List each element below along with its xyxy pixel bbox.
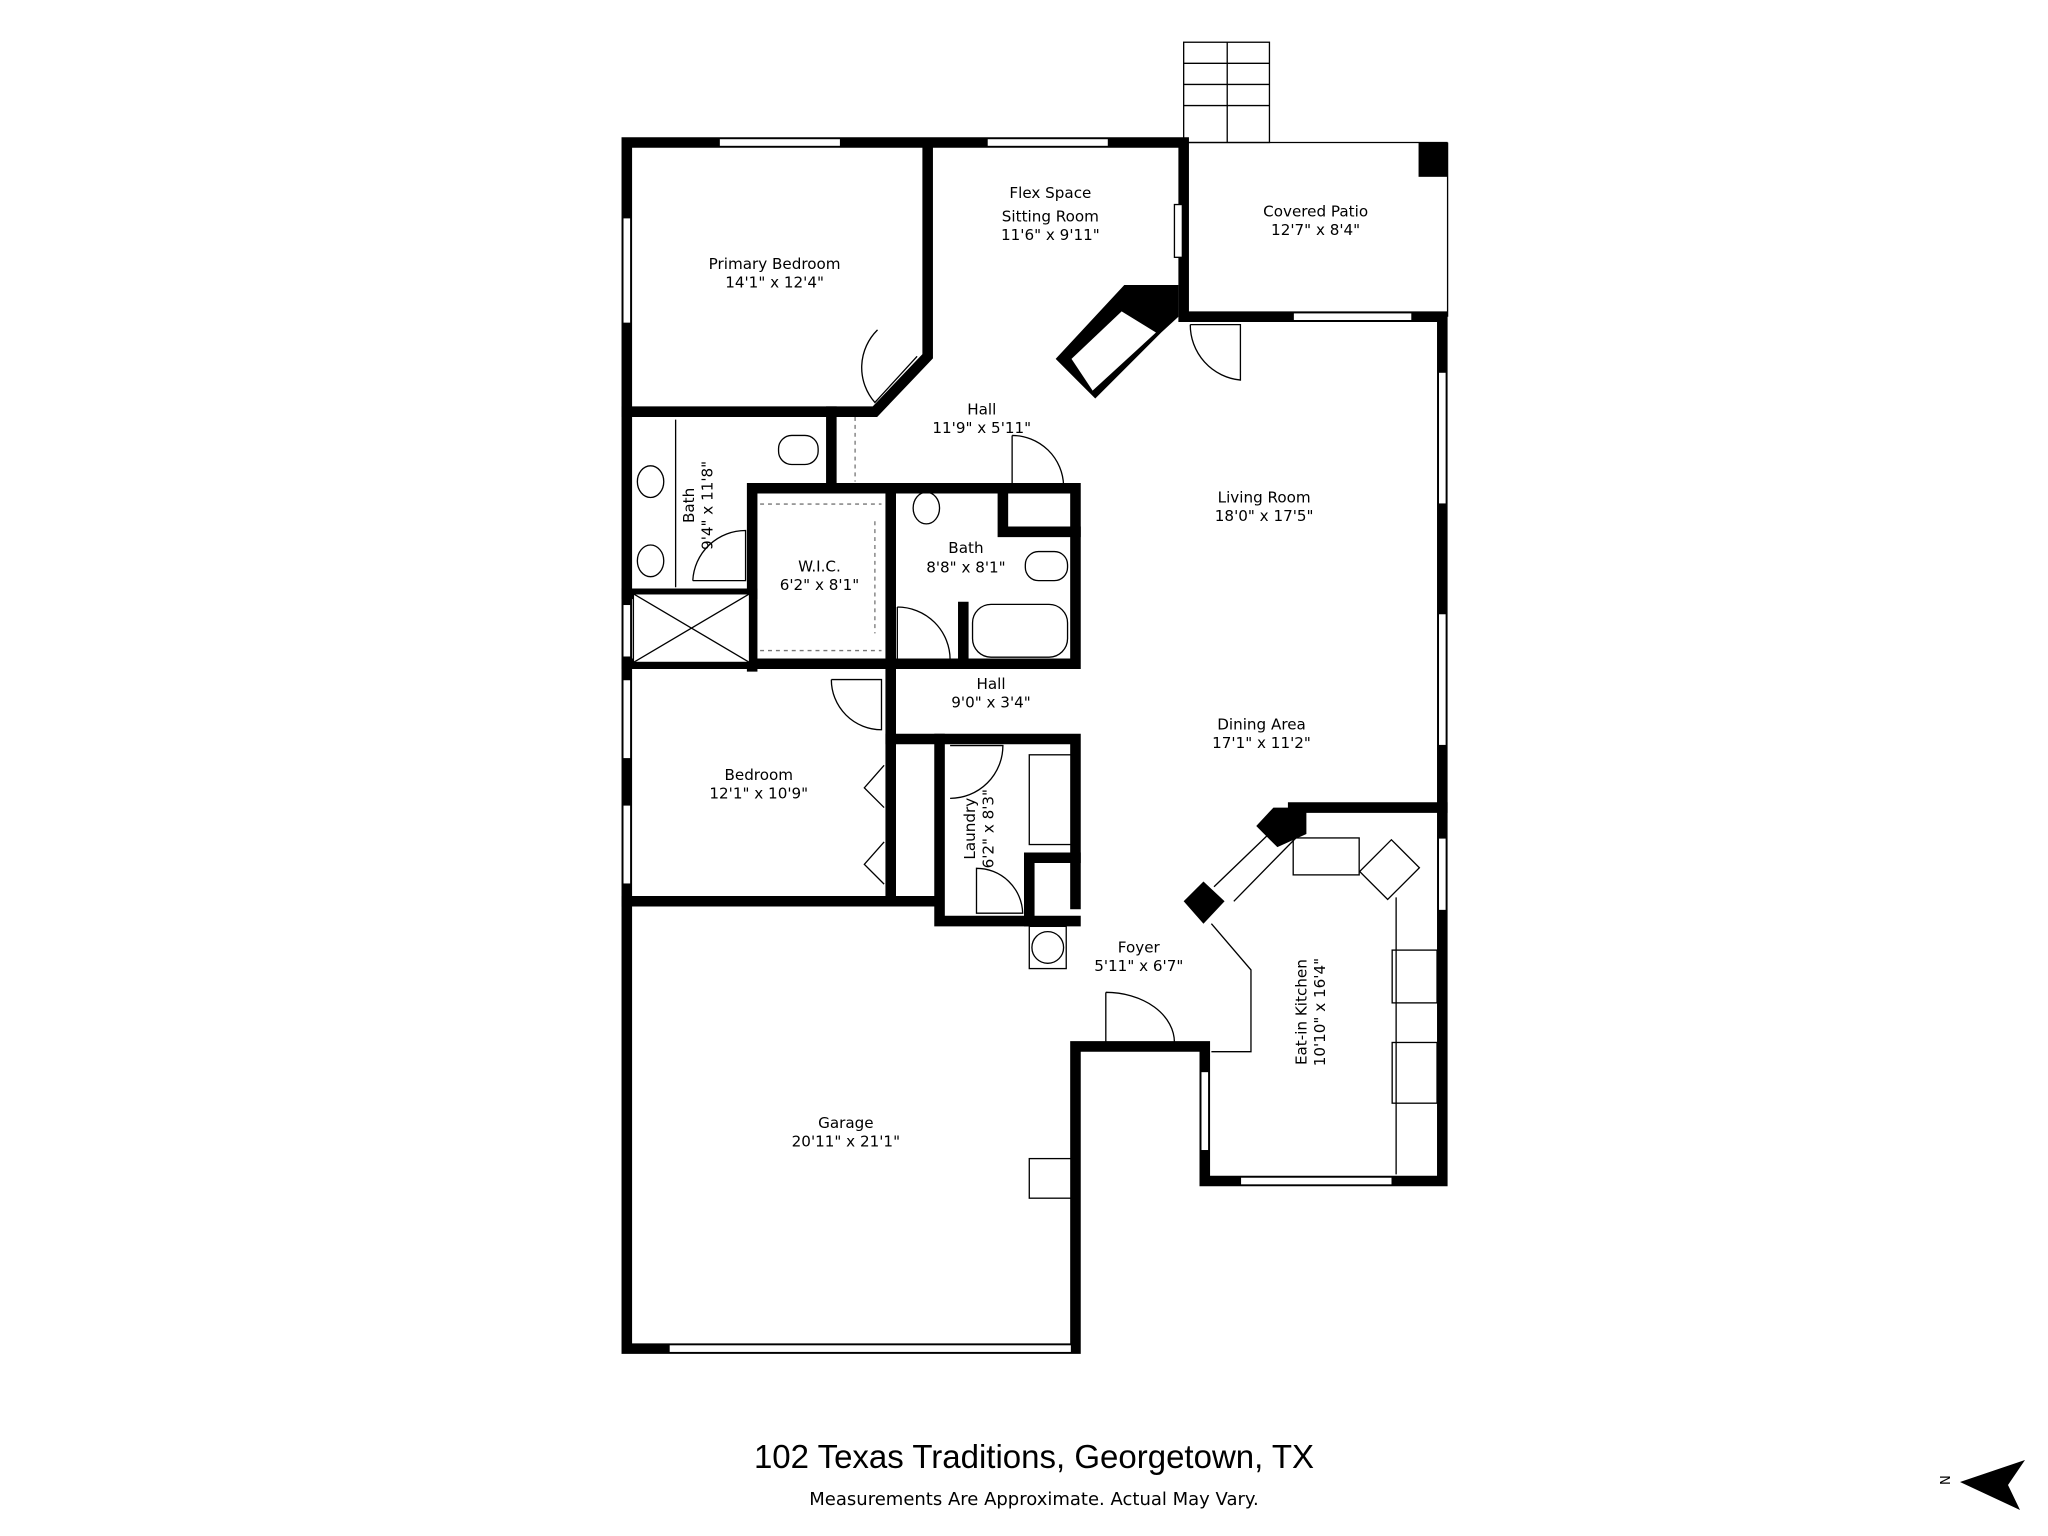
label-kitchen: Eat-in Kitchen (1292, 959, 1310, 1065)
address-title: 102 Texas Traditions, Georgetown, TX (753, 1438, 1315, 1475)
size-bath: 8'8" x 8'1" (926, 559, 1005, 577)
label-laundry: Laundry (961, 798, 979, 860)
north-arrow-icon: N (1939, 1460, 2025, 1510)
fixtures (632, 416, 1438, 1199)
doors (692, 323, 1242, 1044)
compass-label: N (1939, 1475, 1954, 1485)
size-bedroom: 12'1" x 10'9" (709, 784, 808, 802)
size-dining-area: 17'1" x 11'2" (1212, 734, 1311, 752)
label-primary-bath: Bath (680, 488, 698, 523)
size-primary-bath: 9'4" x 11'8" (699, 461, 717, 550)
size-primary-bedroom: 14'1" x 12'4" (725, 274, 824, 292)
size-hall-upper: 11'9" x 5'11" (932, 419, 1031, 437)
patio-steps (1183, 41, 1271, 144)
label-garage: Garage (818, 1114, 874, 1132)
label-flex-space: Flex Space (1009, 184, 1091, 202)
size-flex-space: 11'6" x 9'11" (1001, 226, 1100, 244)
size-living-room: 18'0" x 17'5" (1215, 507, 1314, 525)
label-hall-lower: Hall (976, 675, 1005, 693)
size-garage: 20'11" x 21'1" (792, 1133, 900, 1151)
label-bedroom: Bedroom (724, 766, 793, 784)
label-sitting-room: Sitting Room (1002, 208, 1099, 226)
size-covered-patio: 12'7" x 8'4" (1271, 221, 1360, 239)
size-foyer: 5'11" x 6'7" (1094, 957, 1183, 975)
size-laundry: 6'2" x 8'3" (980, 789, 998, 868)
size-kitchen: 10'10" x 16'4" (1311, 958, 1329, 1066)
size-hall-lower: 9'0" x 3'4" (951, 693, 1030, 711)
label-primary-bedroom: Primary Bedroom (709, 255, 841, 273)
disclaimer: Measurements Are Approximate. Actual May… (809, 1489, 1259, 1510)
windows (622, 137, 1447, 1354)
label-dining-area: Dining Area (1217, 716, 1306, 734)
size-wic: 6'2" x 8'1" (780, 576, 859, 594)
label-covered-patio: Covered Patio (1263, 202, 1368, 220)
label-foyer: Foyer (1118, 939, 1161, 957)
label-living-room: Living Room (1218, 489, 1311, 507)
label-hall-upper: Hall (967, 400, 996, 418)
label-bath: Bath (948, 539, 983, 557)
label-wic: W.I.C. (798, 557, 841, 575)
room-labels: Primary Bedroom 14'1" x 12'4" Flex Space… (680, 184, 1368, 1151)
walls (621, 137, 1449, 1354)
